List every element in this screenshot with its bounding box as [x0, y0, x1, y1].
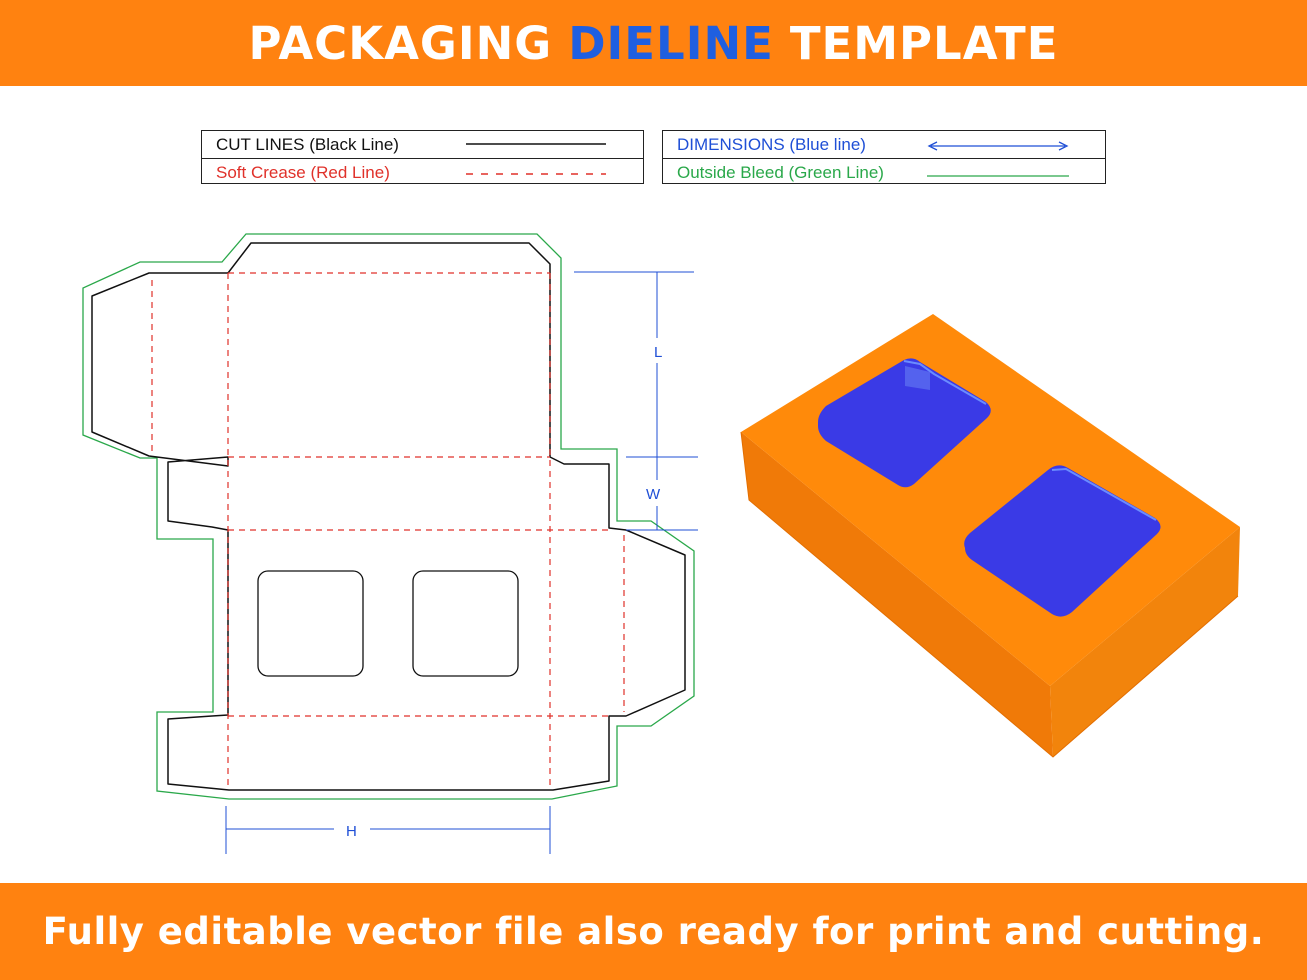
title-part-packaging: PACKAGING — [248, 16, 553, 70]
box-side-right — [1050, 527, 1240, 757]
cut-line-sample — [466, 143, 606, 145]
box-mockup-3d — [740, 314, 1240, 758]
dimension-label-length: L — [654, 344, 662, 361]
legend-outside-bleed-label: Outside Bleed (Green Line) — [677, 162, 884, 182]
legend-soft-crease-label: Soft Crease (Red Line) — [216, 162, 390, 182]
legend-row-outside-bleed: Outside Bleed (Green Line) — [663, 158, 1105, 186]
dimension-lines — [225, 271, 698, 854]
page-title: PACKAGING DIELINE TEMPLATE — [0, 0, 1307, 86]
dimension-label-height: H — [346, 823, 357, 840]
legend-row-cut-lines: CUT LINES (Black Line) — [202, 131, 643, 158]
legend-row-dimensions: DIMENSIONS (Blue line) — [663, 131, 1105, 158]
footer-banner: Fully editable vector file also ready fo… — [0, 883, 1307, 980]
dimension-arrow-sample — [927, 141, 1069, 151]
footer-text: Fully editable vector file also ready fo… — [42, 910, 1265, 953]
legend-dimensions-label: DIMENSIONS (Blue line) — [677, 134, 866, 154]
bleed-outline — [82, 233, 695, 800]
legend-box-right: DIMENSIONS (Blue line) Outside Bleed (Gr… — [662, 130, 1106, 184]
dimension-label-width: W — [646, 486, 661, 503]
title-part-template: TEMPLATE — [789, 16, 1059, 70]
box-window-1 — [818, 358, 991, 488]
crease-lines — [151, 272, 625, 790]
window-cutout-left — [257, 570, 364, 677]
box-window-2 — [964, 465, 1161, 617]
legend-box-left: CUT LINES (Black Line) Soft Crease (Red … — [201, 130, 644, 184]
bleed-line-sample — [927, 175, 1069, 177]
box-side-left — [741, 432, 1053, 757]
header-banner — [0, 0, 1307, 86]
window-cutout-right — [412, 570, 519, 677]
legend-cut-lines-label: CUT LINES (Black Line) — [216, 134, 399, 154]
legend-row-soft-crease: Soft Crease (Red Line) — [202, 158, 643, 186]
cut-outline — [91, 242, 686, 791]
title-part-dieline: DIELINE — [568, 16, 774, 70]
